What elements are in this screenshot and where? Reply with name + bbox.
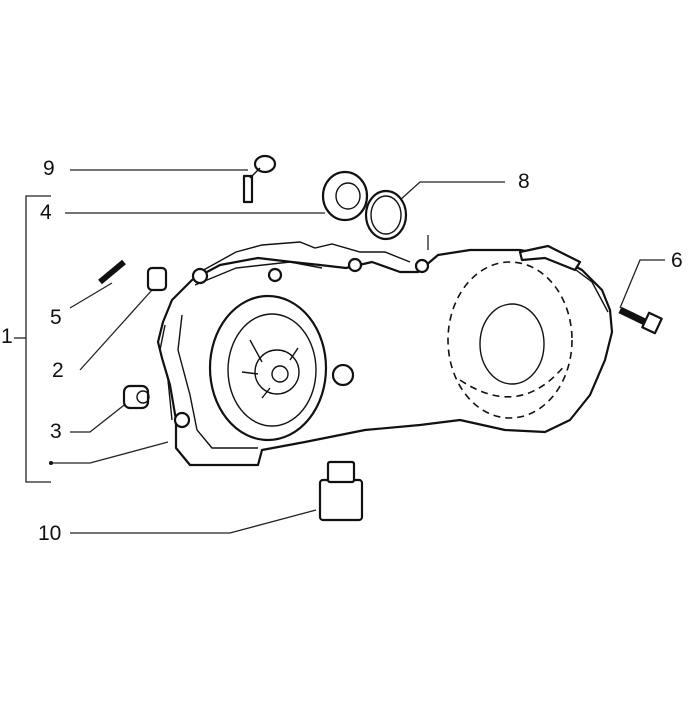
bracket-1 [25,195,51,483]
bearing-outer [321,170,369,222]
variator-outline-dashed [447,261,573,419]
spacer-body [122,384,150,410]
callout-6: 6 [671,249,683,272]
part-10-block [318,460,364,522]
bolt-boss-1 [173,411,191,429]
block-body [318,478,364,522]
vent-lip [518,244,582,272]
part-8-circlip [364,189,408,241]
leader-1-cover [51,441,169,464]
rib-2 [241,371,259,375]
part-5-pin [98,259,126,285]
bolt-boss-4 [347,257,363,273]
bolt-boss-5 [414,258,430,274]
callout-9: 9 [43,157,55,180]
callout-5: 5 [50,306,62,329]
bolt-head [641,311,663,335]
block-top [326,460,356,484]
variator-arc [459,364,566,398]
bolt-boss-2 [191,267,209,285]
leader-5 [69,282,113,309]
part-2-bushing [146,266,168,292]
leader-8 [399,181,505,201]
callout-4: 4 [40,201,52,224]
callout-8: 8 [518,170,530,193]
bearing-inner [335,182,361,210]
rib-1 [249,339,263,363]
spacer-hole [136,390,150,404]
bullet-dot [49,461,53,465]
transmission-cover [156,241,614,467]
circlip-inner [370,195,402,235]
leader-10 [70,509,317,534]
housing-inner-ring [227,313,317,427]
leader-lines [14,169,665,534]
callout-1: 1 [1,325,13,348]
bolt-boss-3 [267,267,283,283]
part-6-bolt [618,306,663,335]
cover-inner-edge [177,314,258,449]
bracket-strip [242,174,254,204]
part-3-spacer [122,384,150,410]
bushing-body [146,266,168,292]
gasket-side [159,324,173,421]
bracket-link [249,167,261,179]
hub-ring [254,349,300,395]
rib-3 [261,387,271,399]
pin-shaft [98,259,126,285]
leader-6 [619,259,665,309]
rib-4 [289,347,299,361]
callout-2: 2 [52,359,64,382]
circlip-outer [364,189,408,241]
center-boss [331,363,355,387]
cover-flange-top [194,261,323,286]
part-4-bearing [321,170,369,222]
leader-2 [79,289,153,371]
bolt-shaft [618,306,647,326]
callout-3: 3 [50,420,62,443]
hub-center [271,365,289,383]
leader-3 [70,401,129,433]
callout-10: 10 [38,522,62,545]
gasket-top [199,241,411,273]
part-9-bracket [242,154,277,204]
variator-inner [479,303,545,385]
